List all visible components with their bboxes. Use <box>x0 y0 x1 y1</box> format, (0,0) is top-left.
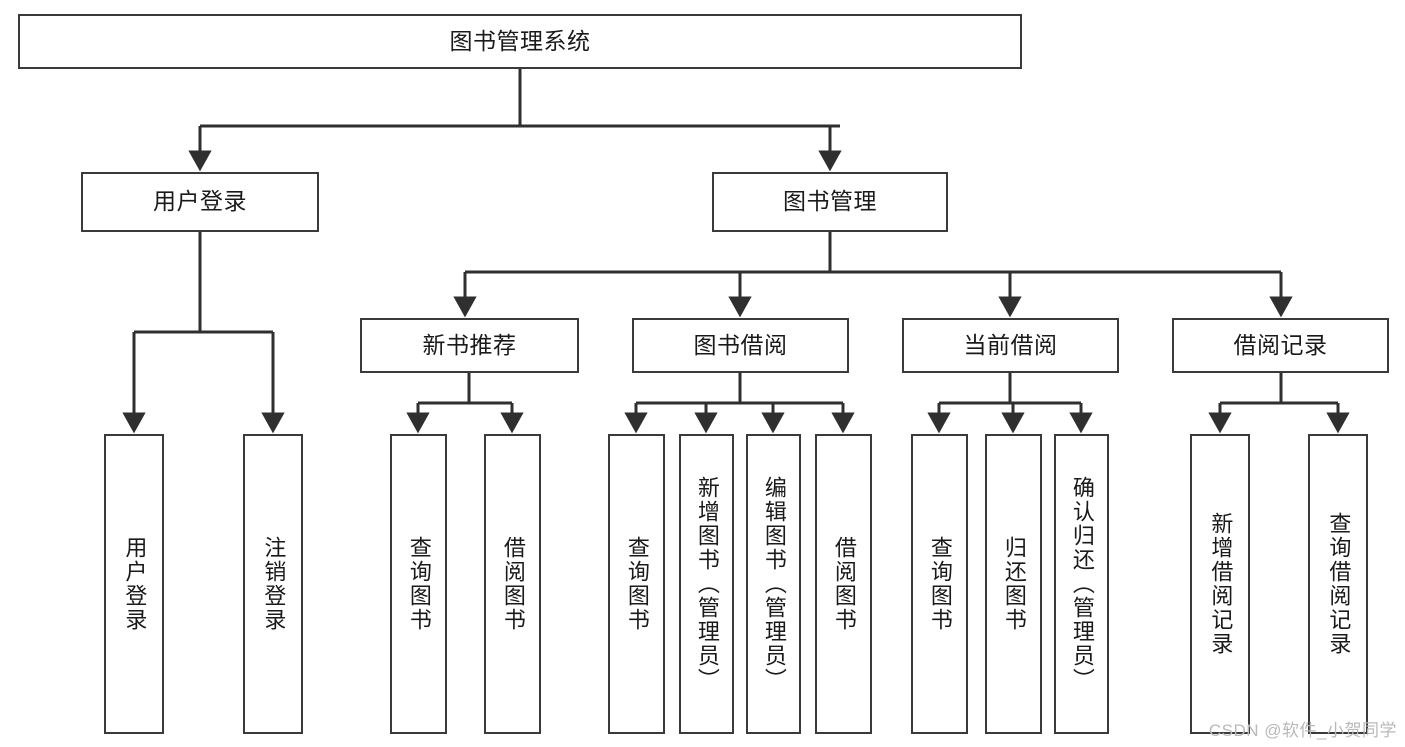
node-root-system[interactable]: 图书管理系统 <box>18 14 1022 69</box>
node-book-management[interactable]: 图书管理 <box>712 172 948 232</box>
node-leaf-borrow-book-2[interactable]: 借阅图书 <box>815 434 872 734</box>
node-leaf-edit-book-admin-label: 编辑图书（管理员） <box>761 476 787 692</box>
node-leaf-borrow-book-1-label: 借阅图书 <box>500 536 526 632</box>
node-leaf-add-borrow-record-label: 新增借阅记录 <box>1208 512 1234 656</box>
node-leaf-query-book-1-label: 查询图书 <box>406 536 432 632</box>
node-leaf-borrow-book-2-label: 借阅图书 <box>831 536 857 632</box>
node-user-login-label: 用户登录 <box>153 188 247 215</box>
node-borrow-record[interactable]: 借阅记录 <box>1172 318 1389 373</box>
node-new-book-recommend[interactable]: 新书推荐 <box>360 318 579 373</box>
node-leaf-user-login[interactable]: 用户登录 <box>104 434 164 734</box>
node-root-system-label: 图书管理系统 <box>449 27 591 54</box>
node-leaf-query-book-1[interactable]: 查询图书 <box>390 434 447 734</box>
node-leaf-confirm-return-admin[interactable]: 确认归还（管理员） <box>1054 434 1109 734</box>
node-leaf-query-book-2-label: 查询图书 <box>624 536 650 632</box>
node-book-borrow[interactable]: 图书借阅 <box>632 318 849 373</box>
node-leaf-return-book[interactable]: 归还图书 <box>985 434 1042 734</box>
node-leaf-query-book-3-label: 查询图书 <box>927 536 953 632</box>
node-leaf-query-borrow-record-label: 查询借阅记录 <box>1326 512 1352 656</box>
node-leaf-query-book-2[interactable]: 查询图书 <box>608 434 665 734</box>
node-leaf-edit-book-admin[interactable]: 编辑图书（管理员） <box>746 434 801 734</box>
node-new-book-recommend-label: 新书推荐 <box>422 331 517 358</box>
node-leaf-logout-label: 注销登录 <box>261 536 287 632</box>
node-current-borrow[interactable]: 当前借阅 <box>902 318 1119 373</box>
node-leaf-query-book-3[interactable]: 查询图书 <box>911 434 968 734</box>
node-book-borrow-label: 图书借阅 <box>693 331 788 358</box>
node-leaf-borrow-book-1[interactable]: 借阅图书 <box>484 434 541 734</box>
node-book-management-label: 图书管理 <box>783 188 877 215</box>
node-leaf-add-borrow-record[interactable]: 新增借阅记录 <box>1190 434 1250 734</box>
node-leaf-return-book-label: 归还图书 <box>1001 536 1027 632</box>
node-leaf-user-login-label: 用户登录 <box>122 536 148 632</box>
node-borrow-record-label: 借阅记录 <box>1233 331 1328 358</box>
node-leaf-logout[interactable]: 注销登录 <box>243 434 303 734</box>
node-leaf-confirm-return-admin-label: 确认归还（管理员） <box>1069 476 1095 692</box>
node-leaf-add-book-admin-label: 新增图书（管理员） <box>694 476 720 692</box>
node-leaf-add-book-admin[interactable]: 新增图书（管理员） <box>679 434 734 734</box>
node-leaf-query-borrow-record[interactable]: 查询借阅记录 <box>1308 434 1368 734</box>
node-user-login[interactable]: 用户登录 <box>81 172 319 232</box>
node-current-borrow-label: 当前借阅 <box>963 331 1058 358</box>
